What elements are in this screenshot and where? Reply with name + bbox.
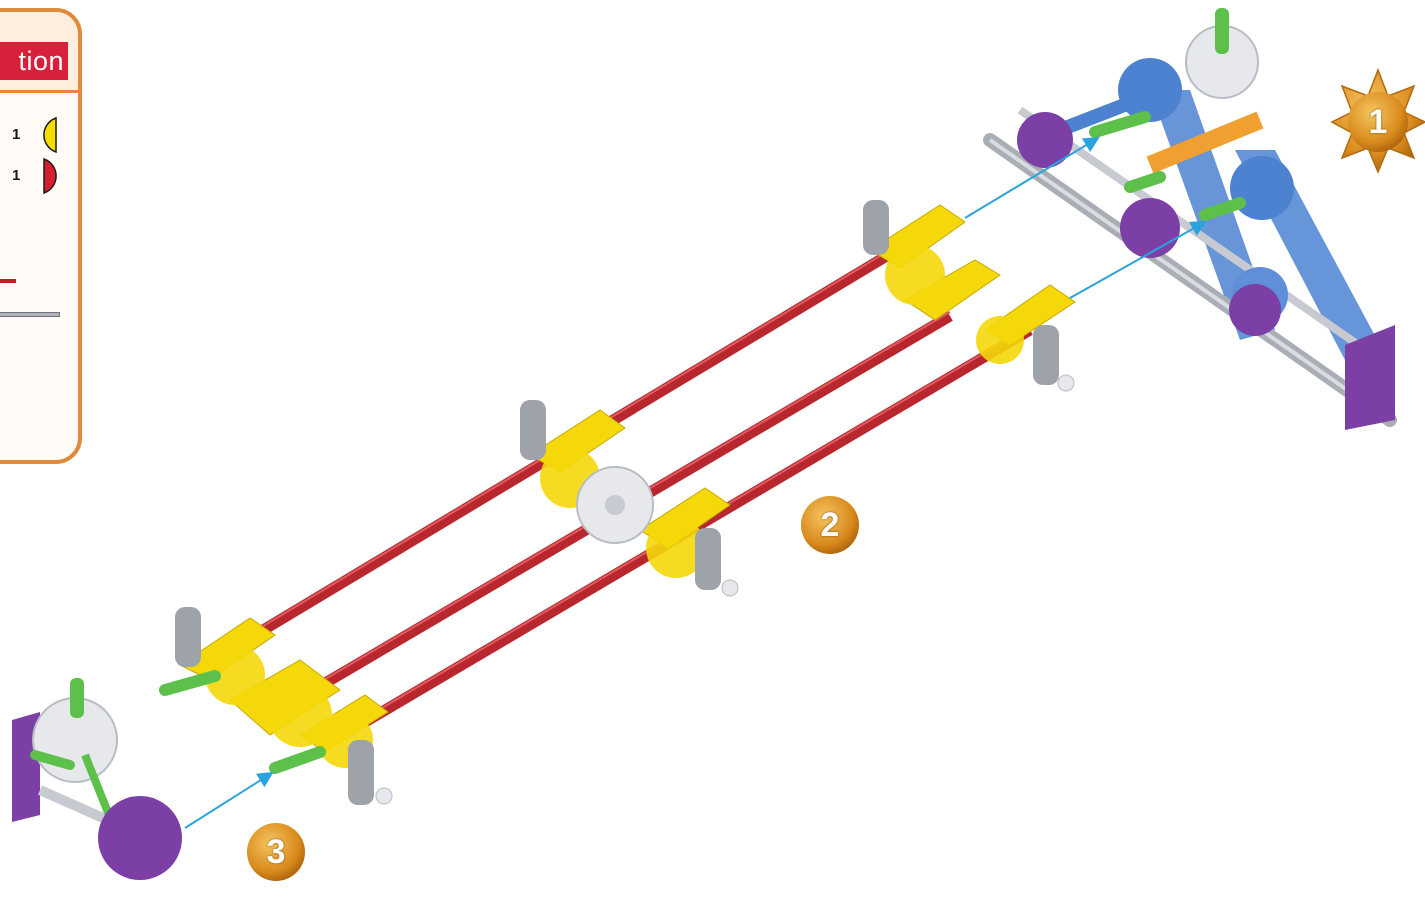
step-1-badge: 1 bbox=[1348, 92, 1408, 152]
step-2-badge-shape bbox=[801, 496, 859, 554]
step-2-number: 2 bbox=[820, 505, 840, 544]
step-1-badge-shape bbox=[1330, 67, 1425, 174]
triangle-frame-assembly bbox=[983, 8, 1397, 430]
parts-list-header: tion bbox=[0, 12, 78, 93]
step-3-badge: 3 bbox=[247, 823, 305, 881]
step-3-number: 3 bbox=[266, 832, 286, 871]
gray-rod-part-icon bbox=[0, 312, 60, 317]
parts-list-title: tion bbox=[0, 42, 68, 80]
step-3-badge-shape bbox=[247, 823, 305, 881]
yellow-half-circle-icon bbox=[43, 116, 57, 154]
step-1-number: 1 bbox=[1368, 102, 1388, 141]
red-rod-part-icon bbox=[0, 279, 16, 283]
red-rod-ladder-assembly bbox=[159, 200, 1076, 805]
parts-list-panel: tion 1 1 bbox=[0, 8, 82, 464]
left-end-assembly bbox=[12, 678, 182, 880]
assembly-arrows bbox=[184, 136, 1207, 829]
part-quantity-yellow: 1 bbox=[12, 126, 21, 143]
part-quantity-red: 1 bbox=[12, 167, 21, 184]
red-half-circle-icon bbox=[43, 157, 57, 195]
step-2-badge: 2 bbox=[801, 496, 859, 554]
